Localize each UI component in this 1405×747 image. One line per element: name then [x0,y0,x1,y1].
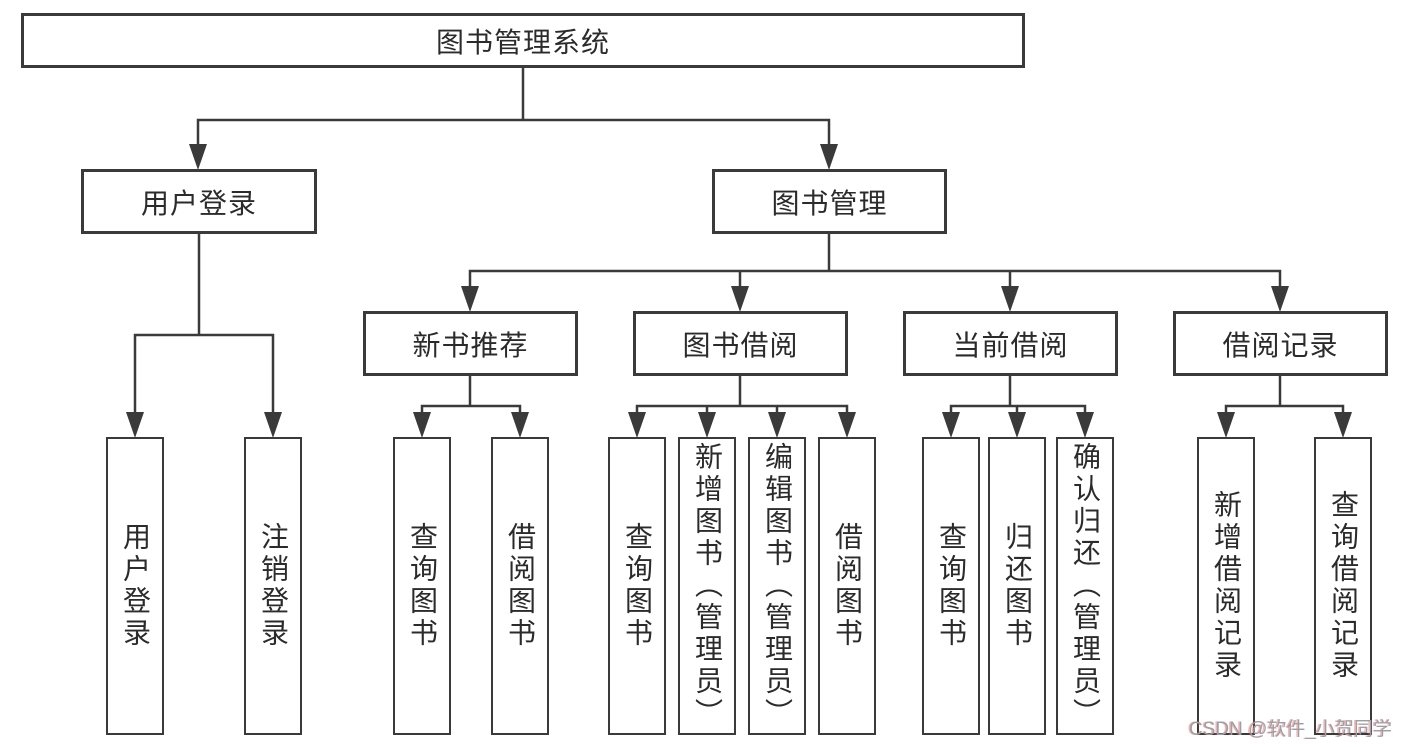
leaf-add-borrow-record: 新增借阅记录 [1197,437,1255,735]
leaf-label: 确认归还（管理员） [1070,442,1101,730]
leaf-label: 借阅图书 [505,522,536,650]
csdn-watermark: CSDN @软件_小贺同学 [1189,719,1392,740]
leaf-query-books-recommend: 查询图书 [393,437,451,735]
node-label: 新书推荐 [412,329,529,361]
leaf-label: 新增图书（管理员） [692,442,723,730]
leaf-label: 查询图书 [936,522,967,650]
leaf-label: 用户登录 [120,522,151,650]
leaf-label: 注销登录 [258,522,289,650]
leaf-label: 编辑图书（管理员） [762,442,793,730]
leaf-add-books-admin: 新增图书（管理员） [678,437,736,735]
node-label: 图书管理 [771,187,888,219]
leaf-query-books-current: 查询图书 [922,437,980,735]
edge-book-management-to-modules [468,234,1282,288]
edge-borrowing-records-to-leaves [1224,376,1345,414]
edge-user-login-to-leaves [133,234,275,414]
edge-book-borrowing-to-leaves [635,376,849,414]
node-label: 图书管理系统 [435,26,610,58]
node-label: 图书借阅 [682,329,799,361]
leaf-borrow-books-borrowing: 借阅图书 [818,437,876,735]
leaf-label: 借阅图书 [832,522,863,650]
node-borrowing-records: 借阅记录 [1173,311,1388,376]
leaf-label: 查询图书 [407,522,438,650]
edge-new-book-recommendation-to-leaves [420,376,522,414]
node-current-borrowing: 当前借阅 [903,311,1118,376]
leaf-label: 查询借阅记录 [1328,490,1359,682]
leaf-query-books-borrowing: 查询图书 [608,437,666,735]
node-user-login: 用户登录 [81,169,317,234]
leaf-confirm-return-admin: 确认归还（管理员） [1056,437,1114,735]
node-library-management-system: 图书管理系统 [21,13,1025,68]
node-label: 当前借阅 [952,329,1069,361]
leaf-return-books: 归还图书 [988,437,1046,735]
node-label: 用户登录 [140,187,257,219]
leaf-label: 查询图书 [622,522,653,650]
leaf-query-borrow-record: 查询借阅记录 [1314,437,1372,735]
leaf-borrow-books-recommend: 借阅图书 [491,437,549,735]
node-book-borrowing: 图书借阅 [633,311,848,376]
leaf-user-login: 用户登录 [106,437,164,735]
edge-current-borrowing-to-leaves [949,376,1087,414]
node-book-management: 图书管理 [712,169,947,234]
leaf-edit-books-admin: 编辑图书（管理员） [748,437,806,735]
edge-root-to-branches [196,68,831,146]
arrowheads [126,144,1352,438]
leaf-logout: 注销登录 [244,437,302,735]
leaf-label: 归还图书 [1002,522,1033,650]
node-label: 借阅记录 [1222,329,1339,361]
leaf-label: 新增借阅记录 [1211,490,1242,682]
node-new-book-recommendation: 新书推荐 [363,311,578,376]
